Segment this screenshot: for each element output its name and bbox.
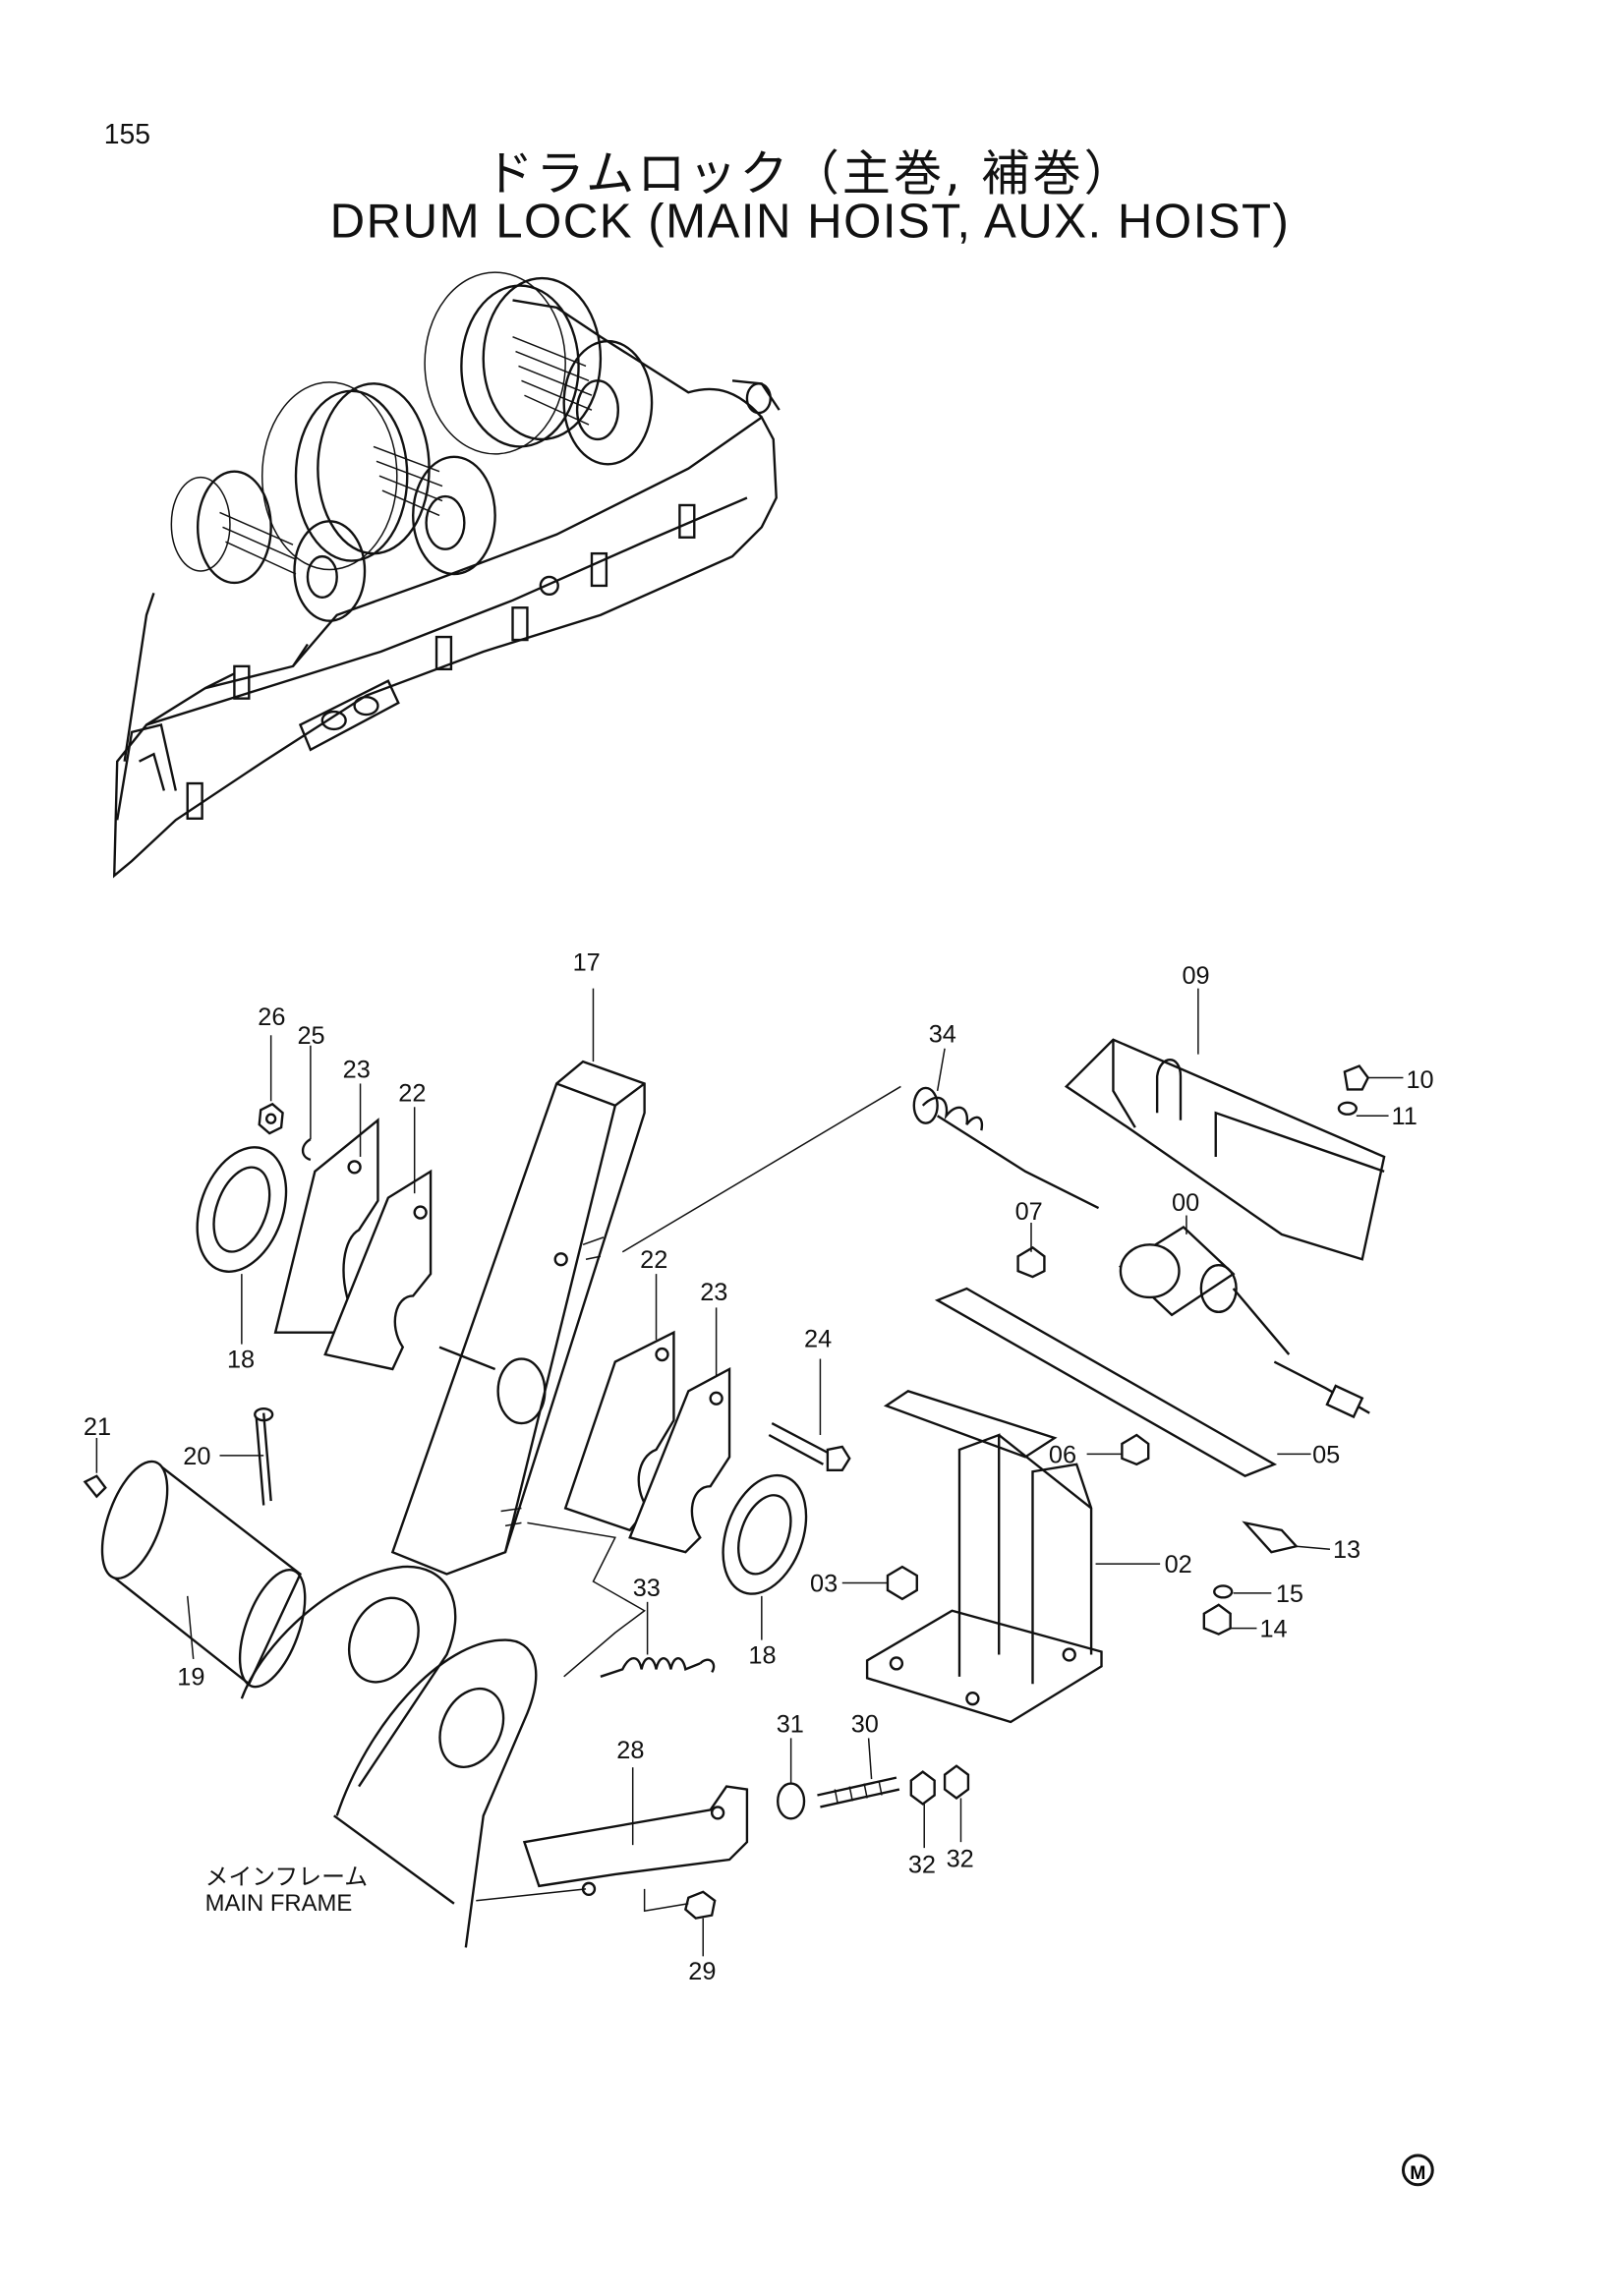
main-frame-label-japanese: メインフレーム bbox=[204, 1866, 369, 1891]
winch-assembly-overview bbox=[112, 271, 781, 879]
callout-29: 29 bbox=[688, 1958, 716, 1985]
callout-labels: 17 26 25 23 22 18 22 23 24 21 20 19 33 1… bbox=[84, 949, 1434, 1985]
spring-and-bracket bbox=[522, 1657, 970, 1920]
callout-25: 25 bbox=[297, 1022, 324, 1050]
main-frame-plates bbox=[240, 1565, 538, 1948]
plate-pair-right bbox=[563, 1330, 731, 1554]
callout-33: 33 bbox=[633, 1575, 661, 1602]
callout-13: 13 bbox=[1333, 1536, 1360, 1564]
callout-18: 18 bbox=[227, 1346, 255, 1373]
page-number: 155 bbox=[103, 120, 151, 151]
callout-05: 05 bbox=[1312, 1441, 1340, 1468]
callout-31: 31 bbox=[777, 1710, 804, 1738]
leader-lines bbox=[95, 988, 1404, 1957]
callout-23b: 23 bbox=[700, 1279, 727, 1306]
footer-mark-badge: M bbox=[1401, 2153, 1434, 2187]
callout-28: 28 bbox=[616, 1737, 644, 1764]
callout-11: 11 bbox=[1392, 1103, 1418, 1130]
callout-00: 00 bbox=[1172, 1189, 1199, 1217]
callout-03: 03 bbox=[810, 1570, 838, 1597]
callout-18b: 18 bbox=[748, 1641, 776, 1669]
callout-32a: 32 bbox=[908, 1851, 936, 1878]
callout-24: 24 bbox=[804, 1326, 832, 1353]
callout-23: 23 bbox=[343, 1056, 371, 1083]
switch-assembly-00 bbox=[886, 1038, 1386, 1636]
support-stand-02 bbox=[865, 1389, 1103, 1724]
callout-07: 07 bbox=[1015, 1198, 1043, 1226]
callout-17: 17 bbox=[573, 949, 601, 977]
plate-pair-left bbox=[273, 1118, 433, 1371]
page-title-japanese: ドラムロック（主巻, 補巻） bbox=[485, 144, 1135, 202]
callout-14: 14 bbox=[1259, 1616, 1287, 1643]
callout-02: 02 bbox=[1165, 1551, 1192, 1578]
callout-09: 09 bbox=[1182, 962, 1209, 990]
main-frame-label-english: MAIN FRAME bbox=[204, 1891, 353, 1918]
callout-22b: 22 bbox=[640, 1246, 667, 1274]
callout-32b: 32 bbox=[947, 1845, 974, 1872]
callout-34: 34 bbox=[929, 1021, 956, 1049]
callout-21: 21 bbox=[84, 1413, 111, 1441]
page-title-english: DRUM LOCK (MAIN HOIST, AUX. HOIST) bbox=[329, 193, 1291, 248]
callout-06: 06 bbox=[1049, 1441, 1076, 1468]
lever-17 bbox=[390, 1060, 646, 1576]
small-hardware bbox=[83, 1102, 851, 1689]
bushings-18 bbox=[196, 1146, 808, 1595]
callout-19: 19 bbox=[177, 1664, 204, 1692]
callout-30: 30 bbox=[851, 1710, 879, 1738]
callout-10: 10 bbox=[1406, 1066, 1433, 1094]
callout-22: 22 bbox=[398, 1079, 426, 1107]
callout-26: 26 bbox=[258, 1004, 285, 1031]
callout-20: 20 bbox=[183, 1443, 210, 1470]
callout-15: 15 bbox=[1276, 1580, 1303, 1608]
